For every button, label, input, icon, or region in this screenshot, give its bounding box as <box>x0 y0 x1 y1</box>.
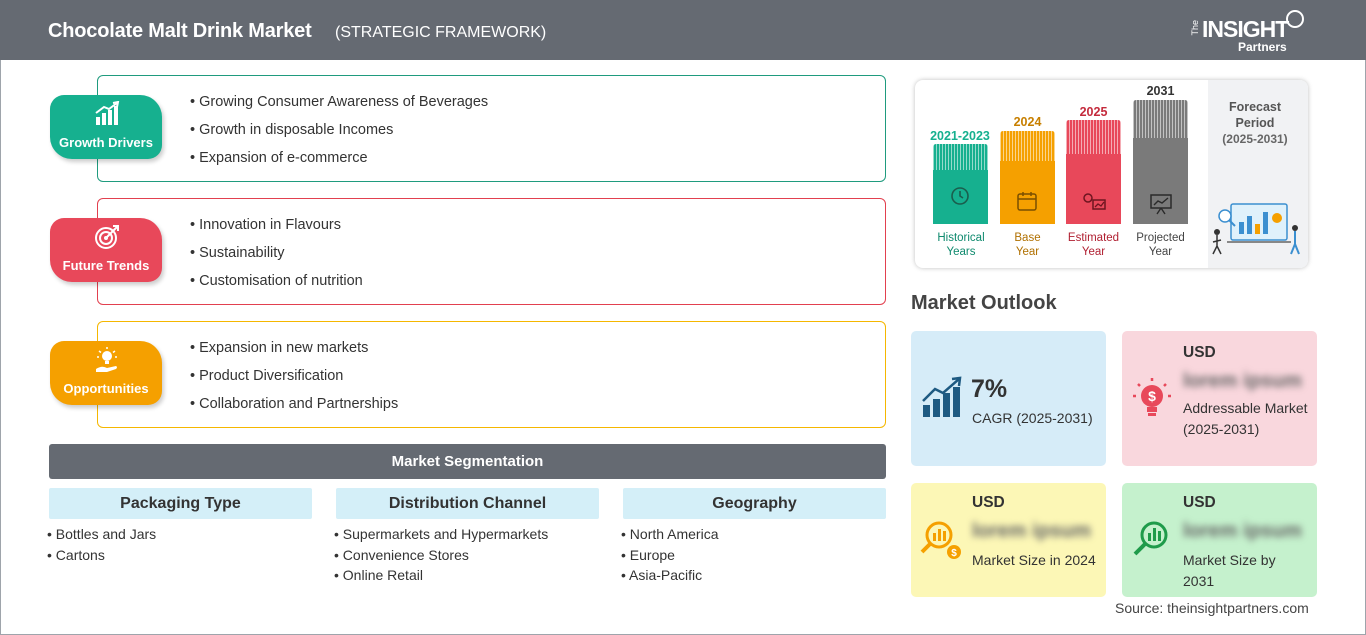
addressable-market-card: USD lorem ipsum $ Addressable Market (20… <box>1122 331 1317 466</box>
logo-partners: Partners <box>1238 40 1287 54</box>
addressable-market-label: Addressable Market (2025-2031) <box>1183 400 1308 437</box>
timeline-bar-estimated <box>1066 120 1121 224</box>
growth-bars-icon <box>922 376 962 417</box>
presentation-chart-icon <box>1150 194 1172 215</box>
list-item: Europe <box>621 547 719 568</box>
timeline-bar-base <box>1000 131 1055 224</box>
timeline-year-projected: 2031 <box>1146 84 1175 98</box>
page-subtitle: (STRATEGIC FRAMEWORK) <box>335 24 547 41</box>
source-citation: Source: theinsightpartners.com <box>1115 600 1309 616</box>
growth-drivers-badge: Growth Drivers <box>50 95 162 159</box>
list-item: Expansion of e-commerce <box>190 150 488 178</box>
dollar-bulb-icon: $ <box>1133 378 1171 416</box>
cagr-value: 7% <box>971 375 1008 403</box>
logo-the: The <box>1190 20 1200 36</box>
segment-heading-packaging: Packaging Type <box>49 488 312 519</box>
segment-list-distribution: Supermarkets and Hypermarkets Convenienc… <box>334 526 548 588</box>
addressable-market-value: lorem ipsum <box>1183 370 1302 392</box>
list-item: Collaboration and Partnerships <box>190 396 398 424</box>
forecast-period-label: Forecast Period <box>1228 100 1282 130</box>
segment-heading-distribution: Distribution Channel <box>336 488 599 519</box>
calendar-icon <box>1017 192 1037 211</box>
list-item: Asia-Pacific <box>621 567 719 588</box>
page-title: Chocolate Malt Drink Market <box>48 20 312 42</box>
opportunities-list: Expansion in new markets Product Diversi… <box>190 340 398 424</box>
svg-text:$: $ <box>1148 388 1156 404</box>
market-size-2031-label: Market Size by 2031 <box>1183 552 1276 589</box>
target-icon <box>95 225 119 249</box>
currency-label: USD <box>1183 344 1216 361</box>
magnifier-dollar-icon: $ <box>920 521 961 559</box>
magnifier-chart-icon <box>1133 521 1168 556</box>
timeline-year-estimated: 2025 <box>1079 105 1108 119</box>
list-item: Innovation in Flavours <box>190 217 363 245</box>
cagr-card: 7% CAGR (2025-2031) <box>911 331 1106 466</box>
market-size-2024-value: lorem ipsum <box>972 520 1091 542</box>
timeline-bar-projected <box>1133 100 1188 224</box>
list-item: Customisation of nutrition <box>190 273 363 301</box>
clock-history-icon <box>951 187 969 205</box>
segment-list-packaging: Bottles and Jars Cartons <box>47 526 156 567</box>
timeline-bar-historical <box>933 144 988 224</box>
market-size-2031-card: USD lorem ipsum Market Size by 2031 <box>1122 483 1317 597</box>
forecast-period-range: (2025-2031) <box>1222 132 1288 146</box>
header-bar: Chocolate Malt Drink Market (STRATEGIC F… <box>0 0 1366 60</box>
future-trends-panel: Innovation in Flavours Sustainability Cu… <box>97 198 886 305</box>
growth-drivers-list: Growing Consumer Awareness of Beverages … <box>190 94 488 178</box>
market-segmentation-header: Market Segmentation <box>49 444 886 479</box>
lightbulb-hand-icon <box>96 347 117 372</box>
segment-list-geography: North America Europe Asia-Pacific <box>621 526 719 588</box>
bar-chart-growth-icon <box>95 101 120 125</box>
list-item: Product Diversification <box>190 368 398 396</box>
market-size-2024-card: USD lorem ipsum $ Market Size in 2024 <box>911 483 1106 597</box>
logo-insight: INSIGHT <box>1202 16 1289 42</box>
future-trends-badge: Future Trends <box>50 218 162 282</box>
list-item: Growing Consumer Awareness of Beverages <box>190 94 488 122</box>
list-item: Growth in disposable Incomes <box>190 122 488 150</box>
future-trends-list: Innovation in Flavours Sustainability Cu… <box>190 217 363 301</box>
currency-label: USD <box>1183 494 1216 511</box>
list-item: Cartons <box>47 547 156 568</box>
timeline-year-historical: 2021-2023 <box>930 129 990 143</box>
gear-chart-icon <box>1083 193 1106 210</box>
analyst-dashboard-illustration <box>1212 203 1300 255</box>
list-item: Bottles and Jars <box>47 526 156 547</box>
list-item: Expansion in new markets <box>190 340 398 368</box>
market-size-2024-label: Market Size in 2024 <box>972 552 1096 568</box>
logo-ring-icon <box>1286 10 1304 28</box>
currency-label: USD <box>972 494 1005 511</box>
opportunities-badge: Opportunities <box>50 341 162 405</box>
segment-heading-geography: Geography <box>623 488 886 519</box>
list-item: Supermarkets and Hypermarkets <box>334 526 548 547</box>
cagr-label: CAGR (2025-2031) <box>972 410 1093 426</box>
timeline-year-base: 2024 <box>1013 115 1042 129</box>
list-item: Convenience Stores <box>334 547 548 568</box>
svg-text:$: $ <box>951 548 957 559</box>
market-outlook-title: Market Outlook <box>911 292 1057 314</box>
list-item: Sustainability <box>190 245 363 273</box>
opportunities-panel: Expansion in new markets Product Diversi… <box>97 321 886 428</box>
growth-drivers-panel: Growing Consumer Awareness of Beverages … <box>97 75 886 182</box>
list-item: North America <box>621 526 719 547</box>
list-item: Online Retail <box>334 567 548 588</box>
opportunities-label: Opportunities <box>63 381 149 396</box>
market-size-2031-value: lorem ipsum <box>1183 520 1302 542</box>
insight-partners-logo[interactable]: The INSIGHT Partners <box>1190 10 1310 54</box>
future-trends-label: Future Trends <box>62 258 150 273</box>
growth-drivers-label: Growth Drivers <box>59 135 153 150</box>
